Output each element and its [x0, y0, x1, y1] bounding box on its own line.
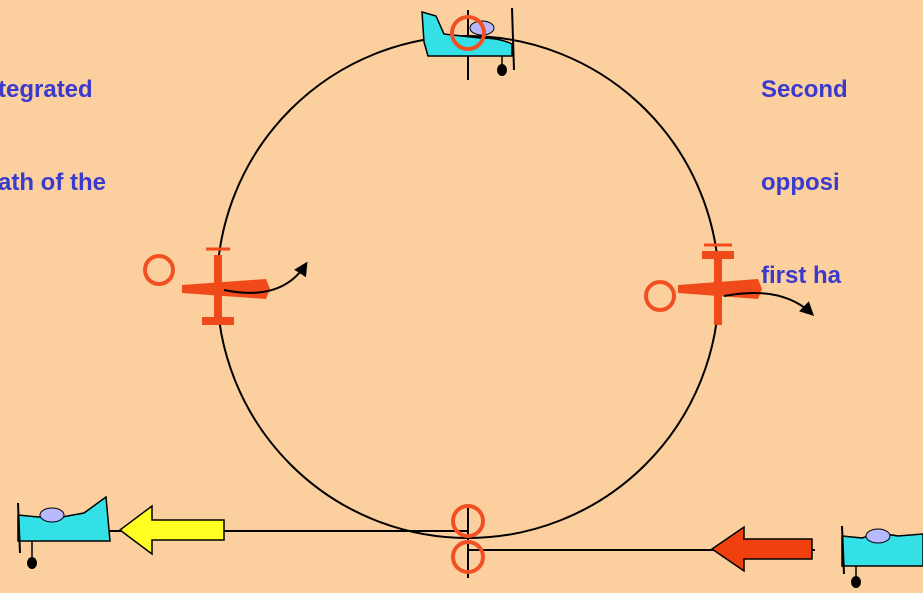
entry-arrow-icon — [712, 527, 812, 571]
airplane-side-icon — [18, 497, 110, 569]
airplane-top-icon — [678, 245, 762, 325]
airplane-top-icon — [182, 249, 270, 325]
airplane-side-icon — [842, 526, 923, 588]
marker-ring-right — [646, 282, 674, 310]
loop-circle — [217, 36, 719, 538]
marker-ring-left — [145, 256, 173, 284]
exit-arrow-icon — [120, 506, 224, 554]
